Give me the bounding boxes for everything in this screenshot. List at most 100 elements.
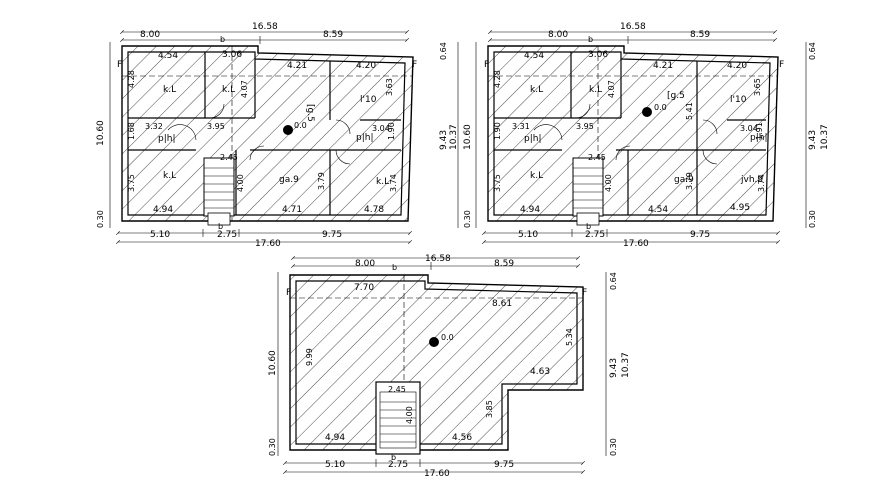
plan2-section-top: b [588,35,593,44]
plan3-top-dimensions: 16.58 8.00 8.59 b [293,254,578,272]
plan1-room4-height: 3.63 [385,78,394,96]
plan2-room7-width: 3.04 [740,124,758,133]
plan1-top-dimensions: 16.58 8.00 8.59 b [122,22,407,44]
plan2-room7-height: 1.91 [755,122,764,140]
plan2-room5-label: p|h| [524,134,541,144]
plan3-dim-bottom-total: 17.60 [424,469,450,479]
plan3-dim-bottom-mid: 2.75 [388,460,408,470]
plan1-staircase [203,157,235,217]
plan2-room3-label: [g.5 [667,91,685,101]
plan1-section-bottom: b [218,222,223,231]
plan2-room8-width: 4.94 [520,205,540,215]
plan3-section-top: b [392,263,397,272]
plan2-staircase [572,157,604,217]
plan1-room4-width: 4.20 [356,61,376,71]
plan2-stair-width: 2.45 [588,153,606,162]
plan2-room6-width: 3.95 [576,122,594,131]
plan1-dim-bottom-total: 17.60 [255,239,281,249]
plan1-room10-height: 3.74 [389,174,398,192]
plan3-label-right-height: 5.34 [565,328,574,346]
plan1-room1-height: 4.28 [127,70,136,88]
plan3-dim-top-left: 8.00 [355,259,375,269]
plan2-dim-top-right: 8.59 [690,30,710,40]
plan3-level-symbol [429,337,439,347]
plan1-room4-label: l'10 [360,95,377,105]
plan1-room8-label: k.L [163,171,176,181]
plan1-section-left: F [117,60,122,70]
plan2-room8-height: 3.75 [493,174,502,192]
plan1-room10-label: k.L [376,177,389,187]
plan1-room2-label: k.L [222,85,235,95]
plan3-dim-top-right: 8.59 [494,259,514,269]
plan1-room3-width: 4.21 [287,61,307,71]
plan2-room9-label: ga.9 [674,175,694,185]
plan1-section-right: F [412,60,417,70]
plan1-room9-height: 3.79 [317,172,326,190]
plan1-inner-wall [127,51,406,216]
plan2-dim-bottom-left: 5.10 [518,230,538,240]
plan1-room5-label: p|h| [158,134,175,144]
plan2-dim-right-a: 0.64 [808,42,817,60]
plan3-label-step-height: 3.85 [485,400,494,418]
plan3-level: 0.0 [441,333,454,342]
floor-plan-2: 16.58 8.00 8.59 b 0.0 [439,22,830,249]
plan3-dim-left-b: 0.30 [268,438,277,456]
plan1-room9-width: 4.71 [282,205,302,215]
plan1-room9-label: ga.9 [279,175,299,185]
plan3-label-top-left: 7.70 [354,283,374,293]
plan1-room2-width: 3.06 [222,50,242,60]
plan1-dim-left-b: 0.30 [96,210,105,228]
plan1-room7-width: 3.04 [372,124,390,133]
plan2-dim-right-c: 10.37 [820,124,830,150]
plan1-stair-width: 2.45 [220,153,238,162]
plan1-outline [121,45,414,222]
plan2-dim-left-b: 10.37 [449,124,459,150]
plan2-room1-height: 4.28 [493,70,502,88]
plan1-section-top: b [220,35,225,44]
floor-plan-1: 16.58 8.00 8.59 b [96,22,417,249]
plan1-room2-height: 4.07 [240,80,249,98]
plan3-dim-right-c: 10.37 [621,352,631,378]
plan3-stair-width: 2.45 [388,385,406,394]
plan3-dim-bottom-left: 5.10 [325,460,345,470]
plan2-room10-width: 4.95 [730,203,750,213]
plan3-label-left-height: 9.99 [305,348,314,366]
plan2-dim-bottom-mid: 2.75 [585,230,605,240]
plan1-room1-label: k.L [163,85,176,95]
plan2-room3-height: 5.41 [685,102,694,120]
plan3-dim-right-b: 9.43 [609,358,619,378]
plan2-room8-label: k.L [530,171,543,181]
plan1-level-symbol [283,125,293,135]
plan2-room9-width: 4.54 [648,205,668,215]
plan2-section-left: F [484,60,489,70]
plan2-dim-top-left: 8.00 [548,30,568,40]
plan2-dim-right-d: 0.30 [808,210,817,228]
plan3-dim-bottom-right: 9.75 [494,460,514,470]
plan3-section-right: F [582,288,587,298]
plan2-room2-width: 3.06 [588,50,608,60]
plan3-inner-wall [295,280,578,445]
plan2-room4-width: 4.20 [727,61,747,71]
plan2-room1-width: 4.54 [524,51,544,61]
floor-plan-3: 16.58 8.00 8.59 b 0.0 7.70 8.61 9.99 5.3… [268,254,631,479]
plan1-room8-width: 4.94 [153,205,173,215]
plan3-dim-left-a: 10.60 [268,350,278,376]
plan3-label-step-width: 4.63 [530,367,550,377]
plan2-room9-height: 3.79 [685,172,694,190]
plan2-dim-left-e: 0.30 [463,210,472,228]
plan2-room2-label: k.L [589,85,602,95]
plan3-dim-right-a: 0.64 [609,272,618,290]
plan3-stair-height: 4.00 [405,406,414,424]
plan2-room4-label: l'10 [730,95,747,105]
plan2-room4-height: 3.65 [753,78,762,96]
plan1-dim-top-left: 8.00 [140,30,160,40]
plan2-dim-left-c: 9.43 [439,130,449,150]
plan1-room3-label: [g.5 [305,104,315,122]
plan3-label-bottom-right: 4.56 [452,433,472,443]
plan2-section-bottom: b [586,222,591,231]
plan1-dim-bottom-mid: 2.75 [217,230,237,240]
plan1-room8-height: 3.75 [127,174,136,192]
plan1-dim-left-a: 10.60 [96,120,106,146]
plan2-level-symbol [642,107,652,117]
